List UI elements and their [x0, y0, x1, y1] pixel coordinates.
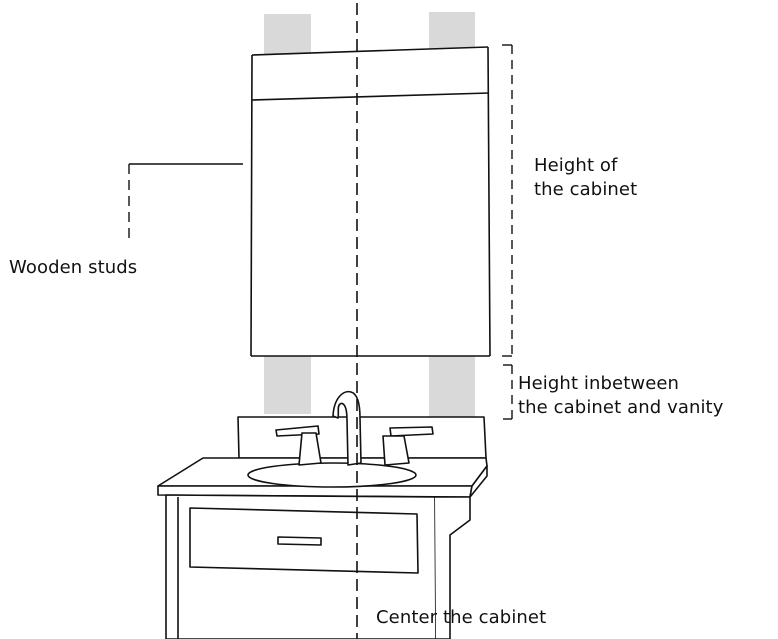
- vanity-drawer-handle: [277, 536, 322, 546]
- vanity-sink-basin: [247, 462, 417, 488]
- cabinet-outline-right: [487, 46, 491, 357]
- faucet-right-handle-base: [382, 435, 410, 466]
- cabinet-top-edge: [251, 46, 489, 56]
- cabinet-height-label-line-1: Height of: [534, 155, 618, 176]
- cabinet-height-bracket: [502, 44, 513, 357]
- faucet: [275, 390, 434, 466]
- cabinet-height-label: Height of the cabinet: [534, 154, 637, 202]
- center-cabinet-label: Center the cabinet: [376, 607, 547, 628]
- cabinet-outline-left: [250, 54, 253, 357]
- cabinet-height-label-line-2: the cabinet: [534, 179, 638, 200]
- cabinet-top-band: [251, 92, 490, 101]
- gap-height-label-line-2: the cabinet and vanity: [518, 397, 724, 418]
- faucet-left-handle-base: [298, 432, 322, 466]
- wooden-studs-leader: [128, 163, 243, 240]
- medicine-cabinet: [250, 46, 491, 357]
- gap-height-bracket: [503, 364, 513, 420]
- vanity-cabinet-right-side: [435, 496, 471, 639]
- gap-height-label: Height inbetween the cabinet and vanity: [518, 372, 723, 420]
- faucet-right-handle-arm: [389, 426, 434, 437]
- wooden-studs-label: Wooden studs: [9, 257, 138, 278]
- gap-height-label-line-1: Height inbetween: [518, 373, 680, 394]
- vanity-countertop-side: [469, 465, 488, 498]
- vanity-backsplash: [237, 416, 487, 459]
- faucet-spout: [332, 390, 362, 466]
- cabinet-outline: [251, 47, 490, 356]
